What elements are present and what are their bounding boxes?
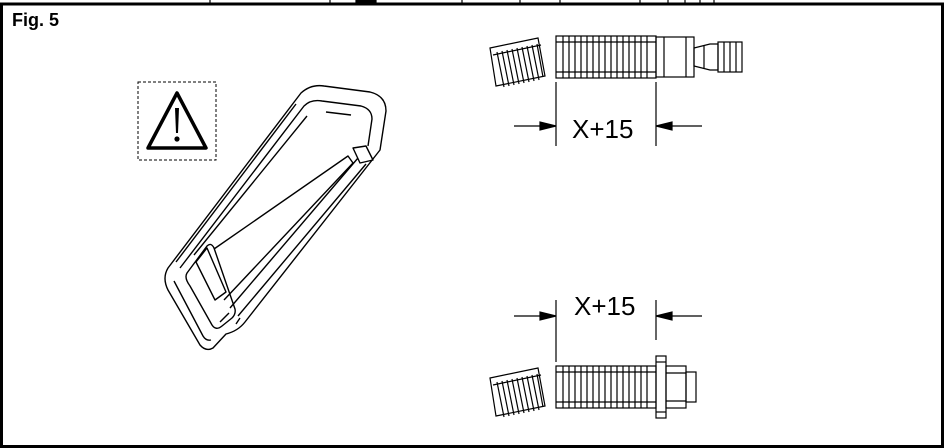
warning-sign [137, 81, 217, 161]
hacksaw-icon [164, 84, 387, 351]
top-edge-artifacts [209, 0, 715, 5]
bottom-cut-drawing [489, 300, 702, 419]
warning-triangle-icon [146, 91, 208, 150]
bottom-dimension [514, 300, 702, 362]
top-dimension-label: X+15 [572, 114, 634, 144]
top-cut-drawing [489, 35, 743, 146]
bottom-hose [555, 365, 657, 409]
bottom-dimension-label: X+15 [574, 291, 636, 321]
bottom-offcut-piece [489, 367, 546, 418]
top-connector [655, 36, 743, 78]
bottom-nut [655, 355, 697, 419]
figure-label: Fig. 5 [12, 10, 60, 30]
top-hose [555, 35, 657, 79]
top-dimension [514, 82, 702, 146]
top-offcut-piece [489, 37, 546, 88]
